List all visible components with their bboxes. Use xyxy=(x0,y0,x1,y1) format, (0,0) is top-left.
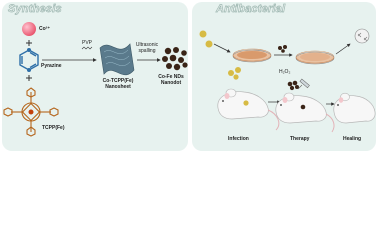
synthesis-graphics xyxy=(3,22,188,137)
antibacterial-title: Antibacterial xyxy=(216,3,286,16)
stage-therapy: Therapy xyxy=(290,136,310,142)
nanodot-label: Co-Fe NDs Nanodot xyxy=(158,74,184,86)
co-ion-label: Co²⁺ xyxy=(39,26,50,32)
mouse-infection-icon xyxy=(217,88,280,131)
syringe-icon xyxy=(297,78,310,90)
pvp-label: PVP xyxy=(82,40,93,46)
plus-icon xyxy=(26,75,32,81)
nanodot-icon xyxy=(162,47,188,71)
process-label: Ultrasonic spalling xyxy=(135,42,159,54)
pyrazine-label: Pyrazine xyxy=(41,63,62,69)
bacteria-icon xyxy=(199,30,213,48)
stage-infection: Infection xyxy=(228,136,249,142)
nanosheet-icon xyxy=(99,43,135,76)
stage-healing: Healing xyxy=(343,136,362,142)
co-ion-icon xyxy=(22,22,36,36)
nanosheet-label: Co-TCPP(Fe) Nanosheet xyxy=(102,78,134,90)
mouse-therapy-icon xyxy=(275,92,335,133)
petri-dish-icon xyxy=(232,48,272,63)
figure: Synthesis Antibacterial xyxy=(2,2,376,151)
antibacterial-panel xyxy=(192,2,376,151)
tcpp-label: TCPP(Fe) xyxy=(42,125,65,131)
antibacterial-graphics xyxy=(199,28,376,133)
h2o2-label: H₂O₂ xyxy=(279,69,291,75)
plus-icon xyxy=(26,40,32,46)
petri-dish-icon xyxy=(295,50,335,65)
tcpp-porphyrin-icon xyxy=(3,87,59,137)
pvp-icon xyxy=(81,46,93,50)
dead-bacteria-icon xyxy=(354,28,370,44)
mouse-healing-icon xyxy=(333,92,376,124)
synthesis-title: Synthesis xyxy=(8,3,62,16)
